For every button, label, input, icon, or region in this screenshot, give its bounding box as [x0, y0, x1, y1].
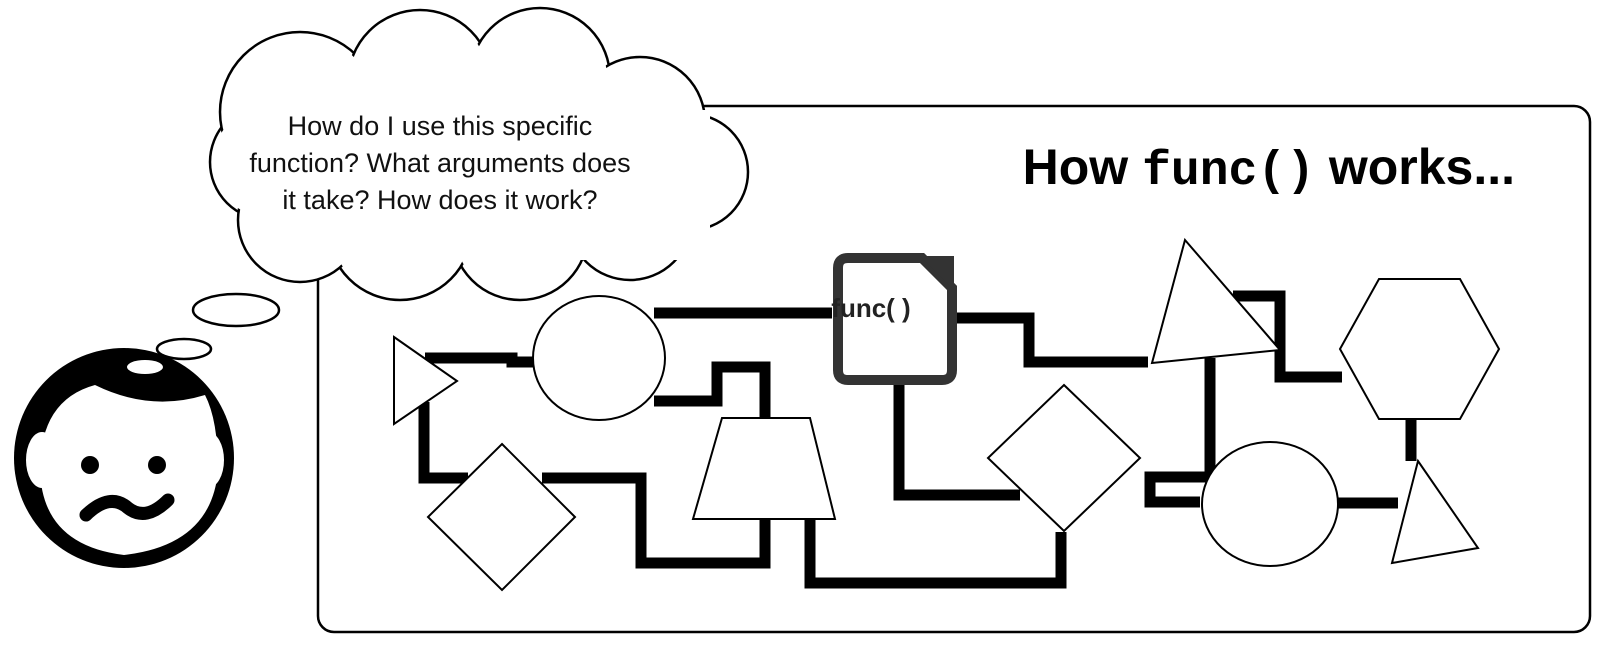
hexagon-node: [1338, 278, 1501, 420]
thought-line: function? What arguments does: [249, 148, 631, 178]
function-node-label: func( ): [831, 293, 911, 323]
triangle-node-3: [1390, 458, 1480, 565]
thought-line: it take? How does it work?: [282, 185, 598, 215]
circle-node-1: [532, 295, 666, 421]
circle-node-2: [1201, 441, 1339, 567]
triangle-node-1: [393, 335, 459, 426]
thought-trail-large: [191, 292, 281, 328]
confused-face-icon: [14, 348, 234, 568]
diagram-title: How func() works...: [1023, 138, 1515, 199]
thought-line: How do I use this specific: [287, 111, 593, 141]
diamond-node-2: [986, 383, 1142, 533]
diagram-shapes: [393, 237, 1501, 592]
connector-lines: [418, 290, 1417, 589]
title-prefix: How: [1022, 139, 1143, 195]
file-icon: [833, 253, 957, 385]
thought-trail-small: [155, 337, 213, 361]
title-suffix: works...: [1314, 139, 1515, 195]
triangle-node-2: [1150, 237, 1283, 365]
trapezoid-node: [691, 417, 837, 520]
title-code: func(): [1142, 145, 1315, 199]
diamond-node-1: [426, 442, 577, 592]
thought-bubble-text: How do I use this specific function? Wha…: [190, 108, 690, 219]
thought-cloud-fill: [213, 11, 745, 297]
